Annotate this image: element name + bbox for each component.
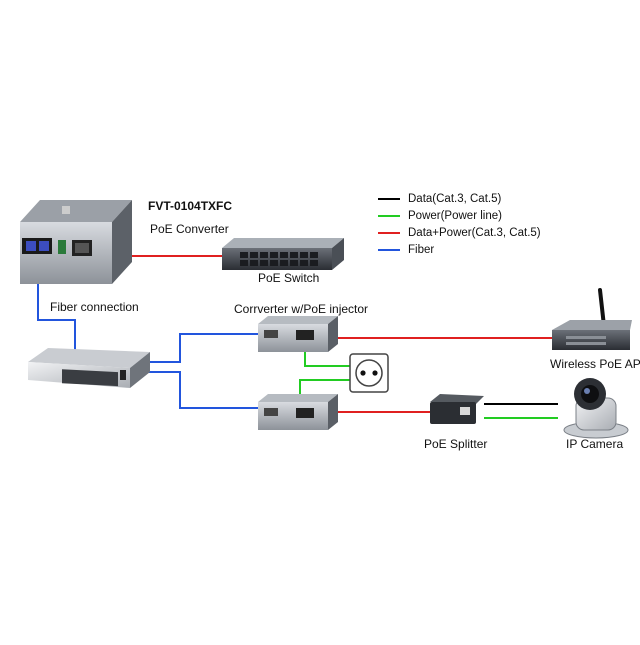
fiber-converter-device (28, 348, 150, 388)
legend-item-power: Power(Power line) (378, 207, 541, 224)
converter-injector-device-1 (258, 316, 338, 352)
label-poe-converter: PoE Converter (150, 222, 229, 236)
connections (37, 255, 560, 419)
wireless-ap-device (552, 288, 632, 350)
label-poe-splitter: PoE Splitter (424, 437, 488, 451)
legend-label: Fiber (408, 243, 435, 256)
page-title: FVT-0104TXFC (148, 199, 233, 213)
label-poe-switch: PoE Switch (258, 271, 320, 285)
fiber-hub-injector-1 (148, 333, 258, 363)
legend-item-fiber: Fiber (378, 241, 541, 258)
fiber-hub-injector-2 (148, 371, 258, 409)
legend-label: Power(Power line) (408, 209, 502, 222)
legend: Data(Cat.3, Cat.5) Power(Power line) Dat… (378, 190, 541, 258)
poe-splitter-device (430, 394, 484, 424)
ip-camera-device (563, 378, 629, 439)
converter-injector-device-2 (258, 394, 338, 430)
label-ip-camera: IP Camera (566, 437, 624, 451)
legend-label: Data(Cat.3, Cat.5) (408, 192, 502, 205)
legend-swatch-data (378, 197, 400, 200)
poe-converter-device (20, 200, 132, 284)
label-converter-injector: Corrverter w/PoE injector (234, 302, 369, 316)
legend-item-data: Data(Cat.3, Cat.5) (378, 190, 541, 207)
legend-label: Data+Power(Cat.3, Cat.5) (408, 226, 541, 239)
label-wireless-ap: Wireless PoE AP (550, 357, 640, 371)
fiber-converter-hub (37, 258, 76, 350)
poe-switch-device (222, 238, 344, 270)
legend-item-data-power: Data+Power(Cat.3, Cat.5) (378, 224, 541, 241)
legend-swatch-data-power (378, 231, 400, 234)
label-fiber-connection: Fiber connection (50, 300, 139, 314)
power-outlet-icon (349, 353, 389, 393)
legend-swatch-fiber (378, 248, 400, 251)
legend-swatch-power (378, 214, 400, 217)
